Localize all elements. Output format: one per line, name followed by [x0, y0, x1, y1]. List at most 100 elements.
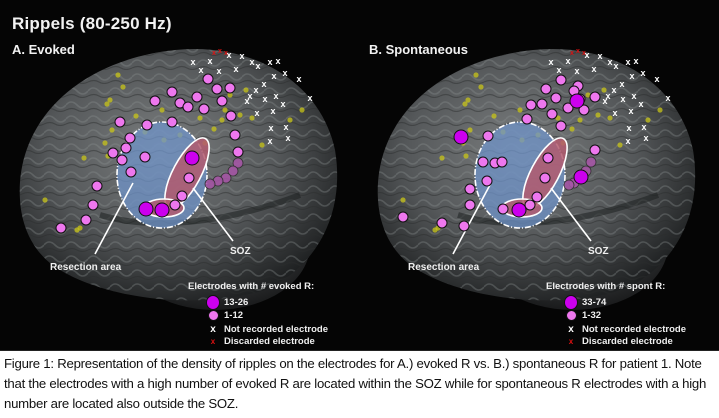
electrode-low	[183, 172, 195, 184]
electrode-low	[546, 108, 558, 120]
electrode-low	[166, 116, 178, 128]
not-recorded-x-icon: x	[665, 93, 670, 103]
electrode-low	[229, 129, 241, 141]
not-recorded-x-icon: x	[253, 85, 258, 95]
not-recorded-x-icon: x	[597, 51, 602, 61]
electrode-low	[536, 98, 548, 110]
legend-high-row: 13-26	[206, 294, 328, 310]
high-electrode-icon	[206, 294, 220, 310]
electrode-high	[184, 150, 200, 166]
yellow-marker	[227, 92, 233, 98]
not-recorded-x-icon: x	[619, 79, 624, 89]
discarded-x-icon: x	[224, 50, 228, 57]
yellow-marker	[77, 225, 83, 231]
electrode-low	[477, 156, 489, 168]
electrode-low	[542, 152, 554, 164]
soz-pointer-line	[192, 187, 234, 242]
not-recorded-x-icon: x	[216, 66, 221, 76]
not-recorded-x-icon: x	[296, 74, 301, 84]
legend-low-row: 1-12	[206, 309, 328, 321]
electrode-faded	[227, 165, 239, 177]
yellow-marker	[197, 115, 203, 121]
not-recorded-x-icon: x	[643, 133, 648, 143]
low-electrode-icon	[565, 309, 577, 321]
electrode-low	[120, 142, 132, 154]
electrode-high	[573, 169, 589, 185]
yellow-marker	[465, 97, 471, 103]
electrode-low	[176, 190, 188, 202]
legend-discarded: Discarded electrode	[582, 335, 673, 347]
yellow-marker	[159, 107, 165, 113]
yellow-marker	[133, 113, 139, 119]
electrode-faded	[585, 156, 597, 168]
electrode-low	[198, 103, 210, 115]
yellow-marker	[645, 117, 651, 123]
legend-low-range: 1-32	[582, 309, 602, 321]
electrode-low	[589, 91, 601, 103]
not-recorded-x-icon: x	[190, 57, 195, 67]
not-recorded-x-icon: x	[584, 50, 589, 60]
not-recorded-x-icon: x	[654, 74, 659, 84]
electrode-high	[569, 93, 585, 109]
not-recorded-x-icon: x	[198, 65, 203, 75]
yellow-marker	[259, 142, 265, 148]
electrode-low	[496, 156, 508, 168]
soz-pointer-line	[550, 187, 592, 242]
not-recorded-x-icon: x	[282, 68, 287, 78]
figure-caption: Figure 1: Representation of the density …	[4, 356, 707, 411]
yellow-marker	[115, 72, 121, 78]
not-recorded-x-icon: x	[280, 99, 285, 109]
not-recorded-x-icon: x	[262, 94, 267, 104]
not-recorded-x-icon: x	[620, 94, 625, 104]
electrode-low	[225, 110, 237, 122]
electrode-low	[524, 199, 536, 211]
not-recorded-x-icon: x	[613, 61, 618, 71]
yellow-marker	[467, 127, 473, 133]
electrode-low	[550, 92, 562, 104]
electrode-low	[114, 116, 126, 128]
discarded-x-icon: x	[576, 48, 580, 55]
high-electrode-icon	[564, 294, 578, 310]
not-recorded-x-icon: x	[640, 68, 645, 78]
electrode-low	[149, 95, 161, 107]
panel-b-resection-label: Resection area	[408, 262, 480, 273]
resection-area-region	[474, 121, 566, 229]
panel-b-title: B. Spontaneous	[369, 42, 468, 57]
not-recorded-x-icon: x	[261, 79, 266, 89]
not-recorded-x-icon: x	[271, 71, 276, 81]
yellow-marker	[491, 113, 497, 119]
yellow-marker	[81, 155, 87, 161]
yellow-marker	[601, 87, 607, 93]
electrode-low	[141, 119, 153, 131]
electrode-low	[124, 132, 136, 144]
legend-high-range: 13-26	[224, 296, 249, 308]
electrode-low	[91, 180, 103, 192]
electrode-low	[464, 183, 476, 195]
electrode-low	[464, 199, 476, 211]
not-recorded-x-icon: x	[565, 56, 570, 66]
electrode-low	[232, 146, 244, 158]
not-recorded-x-icon: x	[233, 64, 238, 74]
not-recorded-x-icon: x	[633, 56, 638, 66]
not-recorded-x-icon: x	[307, 93, 312, 103]
electrode-low	[216, 95, 228, 107]
electrode-low	[116, 154, 128, 166]
yellow-marker	[249, 115, 255, 121]
legend-discarded-row: x Discarded electrode	[564, 335, 686, 347]
legend-not-recorded: Not recorded electrode	[582, 323, 686, 335]
discarded-x-icon: x	[570, 50, 574, 57]
not-recorded-x-icon: x	[247, 91, 252, 101]
not-recorded-x-icon: x	[628, 106, 633, 116]
yellow-marker	[463, 153, 469, 159]
yellow-marker	[219, 117, 225, 123]
not-recorded-x-icon: x	[249, 57, 254, 67]
legend-not-recorded-row: x Not recorded electrode	[206, 323, 328, 335]
not-recorded-x-icon: x	[612, 108, 617, 118]
yellow-marker	[109, 127, 115, 133]
yellow-marker	[439, 155, 445, 161]
yellow-marker	[617, 142, 623, 148]
figure-title: Rippels (80-250 Hz)	[12, 14, 172, 33]
